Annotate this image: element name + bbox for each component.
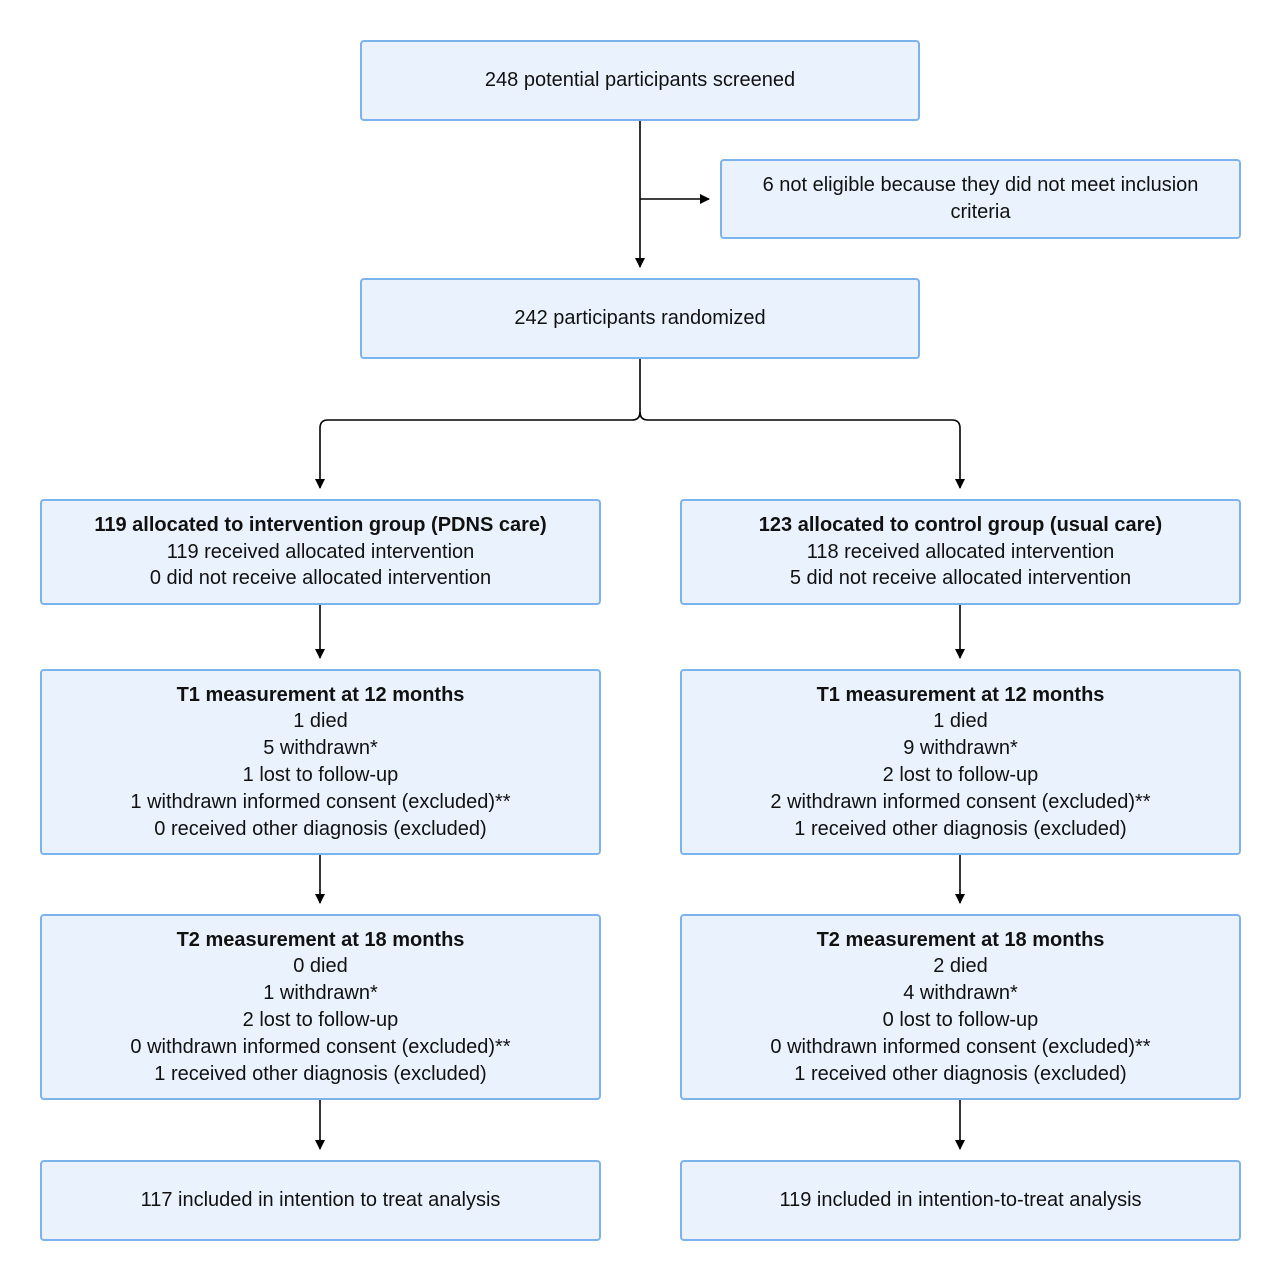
not-eligible-box: 6 not eligible because they did not meet… bbox=[720, 159, 1241, 239]
control-t1-box: T1 measurement at 12 months 1 died 9 wit… bbox=[680, 669, 1241, 855]
intervention-t2-line: 0 died bbox=[293, 955, 348, 978]
screened-text: 248 potential participants screened bbox=[484, 69, 796, 92]
control-t2-line: 4 withdrawn* bbox=[903, 982, 1018, 1005]
intervention-t2-title: T2 measurement at 18 months bbox=[176, 928, 465, 951]
intervention-allocation-title: 119 allocated to intervention group (PDN… bbox=[94, 513, 547, 536]
intervention-t2-line: 1 received other diagnosis (excluded) bbox=[154, 1062, 487, 1085]
arrow-randomized-to-intervention bbox=[315, 359, 641, 489]
intervention-t1-line: 0 received other diagnosis (excluded) bbox=[154, 817, 487, 840]
not-eligible-text: 6 not eligible because they did not meet… bbox=[762, 174, 1199, 223]
intervention-t1-box: T1 measurement at 12 months 1 died 5 wit… bbox=[40, 669, 601, 855]
control-t1-line: 9 withdrawn* bbox=[903, 737, 1018, 760]
control-t1-title: T1 measurement at 12 months bbox=[816, 683, 1105, 706]
control-analysis-box: 119 included in intention-to-treat analy… bbox=[680, 1160, 1241, 1241]
randomized-box: 242 participants randomized bbox=[360, 278, 920, 359]
intervention-t2-box: T2 measurement at 18 months 0 died 1 wit… bbox=[40, 914, 601, 1100]
intervention-t1-line: 1 lost to follow-up bbox=[242, 764, 399, 786]
control-t1-line: 1 received other diagnosis (excluded) bbox=[794, 817, 1127, 840]
screened-box: 248 potential participants screened bbox=[360, 40, 920, 121]
control-allocation-box: 123 allocated to control group (usual ca… bbox=[680, 499, 1241, 605]
intervention-t1-title: T1 measurement at 12 months bbox=[176, 683, 465, 706]
control-t1-line: 1 died bbox=[933, 710, 988, 733]
intervention-t1-line: 1 died bbox=[293, 710, 348, 733]
arrow-randomized-to-control bbox=[639, 411, 965, 489]
control-t2-line: 2 died bbox=[933, 955, 988, 978]
randomized-text: 242 participants randomized bbox=[514, 307, 766, 330]
control-t2-title: T2 measurement at 18 months bbox=[816, 928, 1105, 951]
control-t2-line: 0 withdrawn informed consent (excluded)*… bbox=[770, 1035, 1151, 1058]
control-allocation-title: 123 allocated to control group (usual ca… bbox=[758, 513, 1163, 536]
control-t1-line: 2 lost to follow-up bbox=[882, 764, 1039, 786]
intervention-t2-line: 0 withdrawn informed consent (excluded)*… bbox=[130, 1035, 511, 1058]
control-analysis-text: 119 included in intention-to-treat analy… bbox=[779, 1189, 1142, 1212]
intervention-t2-line: 2 lost to follow-up bbox=[242, 1009, 399, 1031]
intervention-t1-line: 1 withdrawn informed consent (excluded)*… bbox=[130, 790, 511, 813]
intervention-allocation-box: 119 allocated to intervention group (PDN… bbox=[40, 499, 601, 605]
control-t2-line: 0 lost to follow-up bbox=[882, 1009, 1039, 1031]
intervention-allocation-line: 0 did not receive allocated intervention bbox=[149, 567, 492, 590]
control-allocation-line: 5 did not receive allocated intervention bbox=[789, 567, 1132, 590]
control-t2-box: T2 measurement at 18 months 2 died 4 wit… bbox=[680, 914, 1241, 1100]
intervention-analysis-box: 117 included in intention to treat analy… bbox=[40, 1160, 601, 1241]
intervention-t2-line: 1 withdrawn* bbox=[263, 982, 378, 1005]
control-t1-line: 2 withdrawn informed consent (excluded)*… bbox=[770, 790, 1151, 813]
intervention-t1-line: 5 withdrawn* bbox=[263, 737, 378, 760]
control-allocation-line: 118 received allocated intervention bbox=[806, 540, 1115, 563]
intervention-allocation-line: 119 received allocated intervention bbox=[166, 540, 475, 563]
intervention-analysis-text: 117 included in intention to treat analy… bbox=[140, 1189, 501, 1212]
control-t2-line: 1 received other diagnosis (excluded) bbox=[794, 1062, 1127, 1085]
